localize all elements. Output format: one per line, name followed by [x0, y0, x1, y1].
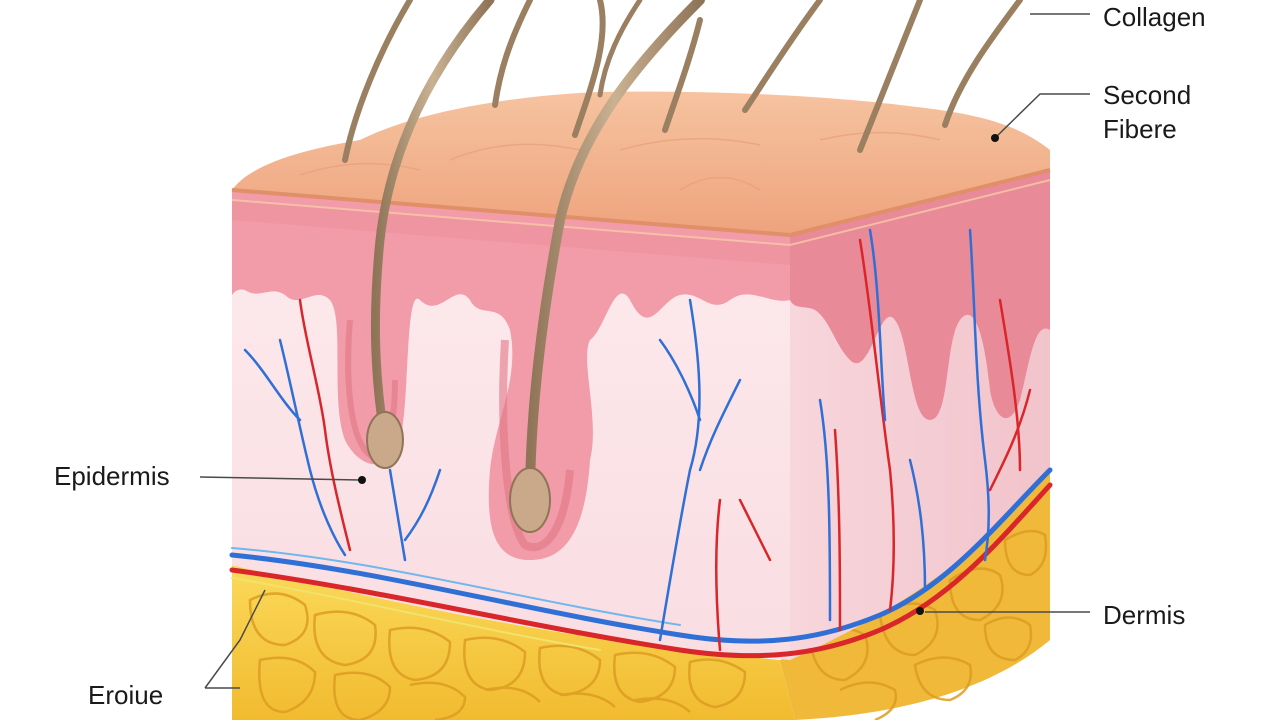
vertical-vessels — [243, 228, 1032, 652]
label-leader-lines — [199, 13, 1090, 689]
fat-layer — [232, 470, 1050, 722]
epidermis-front-band — [232, 190, 790, 560]
label-fibere: Fibere — [1103, 114, 1177, 144]
label-pointer-dots — [358, 134, 999, 615]
label-dermis: Dermis — [1103, 600, 1186, 630]
label-eroiue: Eroiue — [88, 680, 164, 710]
label-second: Second — [1103, 80, 1192, 110]
hair-shafts — [342, 0, 1023, 533]
label-epidermis: Epidermis — [54, 461, 170, 491]
skin-surface — [232, 91, 1050, 235]
epidermis-side-band — [790, 170, 1050, 420]
blood-vessel-plexus — [229, 467, 1053, 659]
label-collagen: Collagen — [1103, 2, 1206, 32]
